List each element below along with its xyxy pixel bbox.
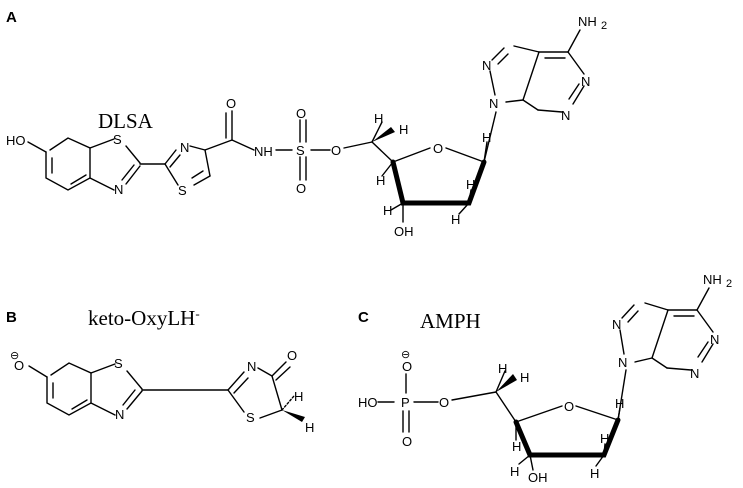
amph-phosphate-o1-label: O — [402, 359, 412, 374]
amph-phosphate — [377, 373, 497, 433]
amph-c3-h-label: H — [510, 464, 519, 479]
panel-c-molecule-name: AMPH — [420, 309, 481, 333]
amph-amine-label: NH — [703, 272, 722, 287]
dlsa-sulfonyl-s-label: S — [296, 143, 305, 158]
oxyl-phenolate-charge: ⊖ — [10, 350, 19, 362]
dlsa-amine-label: NH — [578, 14, 597, 29]
amph-c2-h2-label: H — [600, 431, 609, 446]
amph-ribose — [495, 369, 627, 471]
dlsa-sulfamoyl — [275, 119, 373, 181]
dlsa-s1-label: S — [113, 132, 122, 147]
dlsa-c4-h-label: H — [376, 173, 385, 188]
dlsa-c2-h1-label: H — [451, 212, 460, 227]
amph-amine-subscript: 2 — [726, 278, 732, 290]
dlsa-c1-h-label: H — [482, 130, 491, 145]
dlsa-ribose — [371, 111, 497, 223]
oxyl-phenolate-o-label: O — [14, 358, 24, 373]
amph-c1-h-label: H — [615, 396, 624, 411]
panel-c: C AMPH ⊖ O HO P O O — [358, 272, 732, 485]
dlsa-sulfonyl-o1-label: O — [296, 106, 306, 121]
dlsa-amine-subscript: 2 — [601, 20, 607, 32]
amph-c3-oh-label: OH — [528, 470, 548, 485]
dlsa-n1-ad-label: N — [581, 74, 590, 89]
amph-phosphorus-label: P — [401, 395, 410, 410]
dlsa-adenine — [489, 29, 585, 113]
dlsa-sulfonyl-o2-label: O — [296, 181, 306, 196]
dlsa-ring-o-label: O — [433, 141, 443, 156]
amph-n7-label: N — [612, 317, 621, 332]
oxyl-s1-label: S — [114, 356, 123, 371]
panel-b-letter: B — [6, 309, 17, 326]
amph-phosphate-ho-label: HO — [358, 395, 378, 410]
dlsa-carbonyl-o-label: O — [226, 96, 236, 111]
oxyl-n1-label: N — [115, 407, 124, 422]
amph-n3-label: N — [690, 366, 699, 381]
amph-c5-h2-label: H — [520, 370, 529, 385]
oxyl-s2-label: S — [246, 410, 255, 425]
oxyl-n2-label: N — [247, 359, 256, 374]
amph-c5-h1-label: H — [498, 361, 507, 376]
panel-a: A DLSA HO S N — [6, 9, 607, 239]
dlsa-n1-label: N — [114, 182, 123, 197]
panel-a-letter: A — [6, 9, 17, 26]
oxyl-h2-label: H — [305, 420, 314, 435]
amph-c4-h-label: H — [512, 439, 521, 454]
dlsa-c2-h2-label: H — [466, 177, 475, 192]
oxyl-thiazolone — [141, 361, 305, 422]
dlsa-benzothiazole — [27, 137, 141, 191]
amph-phosphate-charge: ⊖ — [401, 349, 410, 361]
dlsa-n7-label: N — [482, 58, 491, 73]
amph-n9-label: N — [618, 355, 627, 370]
amph-c2-h1-label: H — [590, 466, 599, 481]
dlsa-c5-h2-label: H — [399, 122, 408, 137]
dlsa-thiazole — [139, 110, 255, 186]
dlsa-nh-label: NH — [254, 144, 273, 159]
dlsa-n2-label: N — [180, 140, 189, 155]
panel-b: B keto-OxyLH- ⊖ O S N — [6, 306, 314, 436]
amph-phosphate-o2-label: O — [402, 434, 412, 449]
amph-ester-o-label: O — [439, 395, 449, 410]
dlsa-s2-label: S — [178, 183, 187, 198]
panel-c-letter: C — [358, 309, 369, 326]
amph-n1-ad-label: N — [710, 332, 719, 347]
oxyl-benzothiazole — [28, 362, 143, 416]
dlsa-c3-h-label: H — [383, 203, 392, 218]
dlsa-n3-label: N — [561, 108, 570, 123]
amph-ring-o-label: O — [564, 399, 574, 414]
dlsa-ester-o-label: O — [331, 143, 341, 158]
amph-adenine — [619, 287, 714, 371]
oxyl-h1-label: H — [294, 389, 303, 404]
panel-a-molecule-name: DLSA — [98, 109, 154, 133]
dlsa-n9-label: N — [489, 96, 498, 111]
dlsa-c5-h1-label: H — [374, 111, 383, 126]
panel-b-molecule-name: keto-OxyLH- — [88, 306, 200, 331]
dlsa-hydroxyl-label: HO — [6, 133, 26, 148]
dlsa-c3-oh-label: OH — [394, 224, 414, 239]
oxyl-carbonyl-o-label: O — [287, 348, 297, 363]
